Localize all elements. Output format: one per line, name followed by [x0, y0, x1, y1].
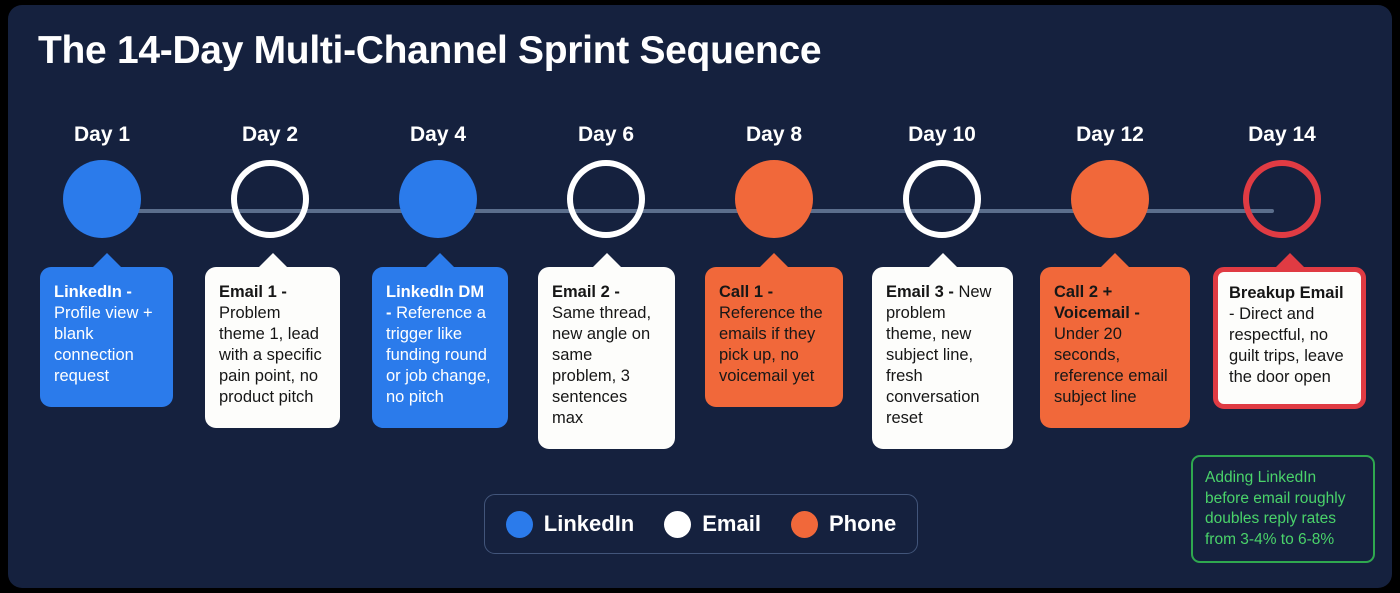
card-pointer-icon [425, 253, 455, 268]
infographic-poster: The 14-Day Multi-Channel Sprint Sequence… [8, 5, 1392, 588]
channel-node-icon[interactable] [735, 160, 813, 238]
card-body: Profile view + blank connection request [54, 303, 153, 385]
timeline-node-1[interactable]: Day 1 [27, 123, 177, 238]
legend-item-phone: Phone [790, 510, 897, 538]
timeline-rail [94, 209, 1274, 213]
step-card-2[interactable]: Email 1 - Problem theme 1, lead with a s… [205, 253, 340, 428]
card-pointer-icon [759, 253, 789, 268]
channel-node-icon[interactable] [63, 160, 141, 238]
insight-callout-text: Adding LinkedIn before email roughly dou… [1205, 469, 1346, 548]
step-card-7[interactable]: Call 2 + Voicemail - Under 20 seconds, r… [1040, 253, 1190, 428]
channel-node-icon[interactable] [399, 160, 477, 238]
day-label: Day 8 [745, 123, 803, 146]
timeline-node-3[interactable]: Day 4 [363, 123, 513, 238]
card-pointer-icon [1274, 253, 1305, 268]
step-card-8[interactable]: Breakup Email - Direct and respectful, n… [1213, 253, 1366, 409]
step-card-3[interactable]: LinkedIn DM - Reference a trigger like f… [372, 253, 508, 428]
card-pointer-icon [1100, 253, 1130, 268]
timeline-node-8[interactable]: Day 14 [1207, 123, 1357, 238]
card-lead: Call 2 + Voicemail - [1054, 283, 1140, 322]
day-label: Day 12 [1076, 123, 1144, 146]
card-lead: LinkedIn - [54, 283, 132, 301]
legend-item-linkedin: LinkedIn [505, 510, 635, 538]
timeline-node-4[interactable]: Day 6 [531, 123, 681, 238]
day-label: Day 14 [1248, 123, 1316, 146]
legend-label-email: Email [702, 511, 761, 536]
card-pointer-icon [257, 253, 288, 268]
card-body: Same thread, new angle on same problem, … [552, 303, 652, 427]
card-lead: Email 1 - [219, 283, 287, 301]
timeline: Day 1 Day 2 Day 4 Day 6 Day 8 Day 10 Day 12 Day… [8, 123, 1392, 263]
card-pointer-icon [927, 253, 958, 268]
card-body: - Direct and respectful, no guilt trips,… [1229, 304, 1344, 386]
legend-label-phone: Phone [828, 511, 897, 536]
card-body: Problem theme 1, lead with a specific pa… [219, 303, 322, 406]
card-lead: Email 3 - [886, 283, 954, 301]
linkedin-swatch-icon [505, 510, 533, 538]
step-card-4[interactable]: Email 2 - Same thread, new angle on same… [538, 253, 675, 449]
legend: LinkedIn Email Phone [484, 494, 918, 554]
step-card-5[interactable]: Call 1 - Reference the emails if they pi… [705, 253, 843, 407]
channel-node-icon[interactable] [903, 160, 981, 238]
day-label: Day 4 [409, 123, 467, 146]
step-card-1[interactable]: LinkedIn - Profile view + blank connecti… [40, 253, 173, 407]
day-label: Day 10 [908, 123, 976, 146]
card-pointer-icon [91, 253, 122, 268]
legend-item-email: Email [664, 510, 761, 538]
step-card-6[interactable]: Email 3 - New problem theme, new subject… [872, 253, 1013, 449]
phone-swatch-icon [790, 510, 818, 538]
day-label: Day 2 [241, 123, 299, 146]
card-body: Reference the emails if they pick up, no… [719, 303, 823, 385]
timeline-node-2[interactable]: Day 2 [195, 123, 345, 238]
insight-callout: Adding LinkedIn before email roughly dou… [1191, 455, 1375, 564]
day-label: Day 6 [577, 123, 635, 146]
timeline-node-5[interactable]: Day 8 [699, 123, 849, 238]
day-label: Day 1 [73, 123, 131, 146]
timeline-node-7[interactable]: Day 12 [1035, 123, 1185, 238]
email-swatch-icon [664, 510, 692, 538]
card-lead: Call 1 - [719, 283, 774, 301]
card-lead: Email 2 - [552, 283, 620, 301]
page-title: The 14-Day Multi-Channel Sprint Sequence [38, 29, 822, 72]
card-body: Under 20 seconds, reference email subjec… [1054, 324, 1168, 406]
timeline-node-6[interactable]: Day 10 [867, 123, 1017, 238]
card-body: New problem theme, new subject line, fre… [886, 283, 992, 427]
channel-node-icon[interactable] [1071, 160, 1149, 238]
card-pointer-icon [591, 253, 622, 268]
channel-node-icon[interactable] [1243, 160, 1321, 238]
card-body: Reference a trigger like funding round o… [386, 303, 491, 406]
channel-node-icon[interactable] [231, 160, 309, 238]
card-lead: Breakup Email [1229, 284, 1344, 302]
channel-node-icon[interactable] [567, 160, 645, 238]
card-lead: LinkedIn DM - [386, 283, 485, 322]
legend-label-linkedin: LinkedIn [543, 511, 635, 536]
